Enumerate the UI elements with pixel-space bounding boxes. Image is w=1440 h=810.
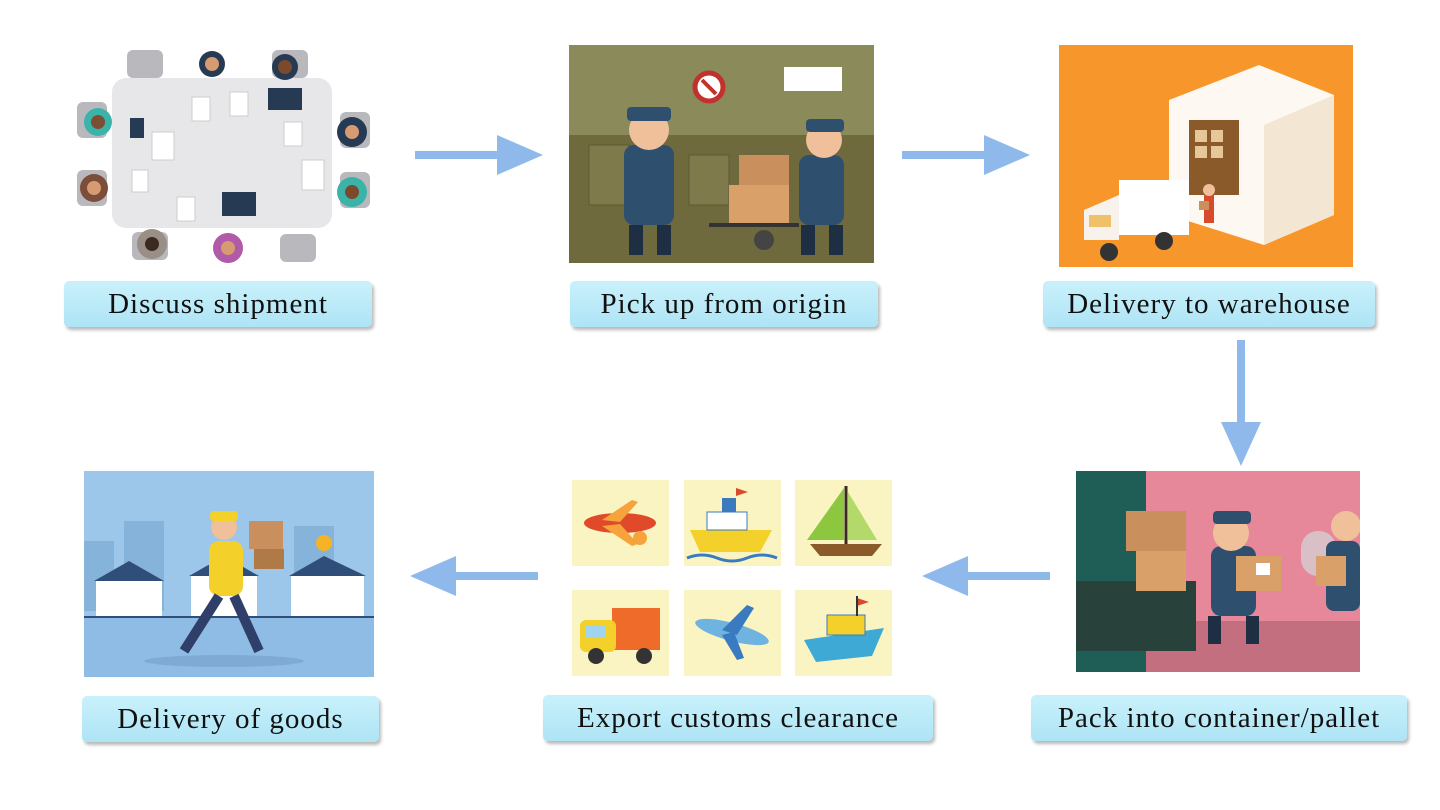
arrow-right-icon xyxy=(902,135,1030,175)
pickup-workers-icon xyxy=(569,45,874,263)
step-label: Delivery of goods xyxy=(82,696,379,742)
step-label: Pack into container/pallet xyxy=(1031,695,1407,741)
warehouse-truck-icon xyxy=(1059,45,1353,267)
loading-container-icon xyxy=(1076,471,1360,672)
arrow-right-icon xyxy=(415,135,543,175)
step-label: Delivery to warehouse xyxy=(1043,281,1375,327)
meeting-table-icon xyxy=(72,42,377,272)
step-label: Pick up from origin xyxy=(570,281,878,327)
transport-modes-icon xyxy=(572,480,892,676)
arrow-left-icon xyxy=(922,556,1050,596)
step-label: Export customs clearance xyxy=(543,695,933,741)
courier-delivery-icon xyxy=(84,471,374,677)
arrow-left-icon xyxy=(410,556,538,596)
arrow-down-icon xyxy=(1221,340,1261,466)
step-label: Discuss shipment xyxy=(64,281,372,327)
